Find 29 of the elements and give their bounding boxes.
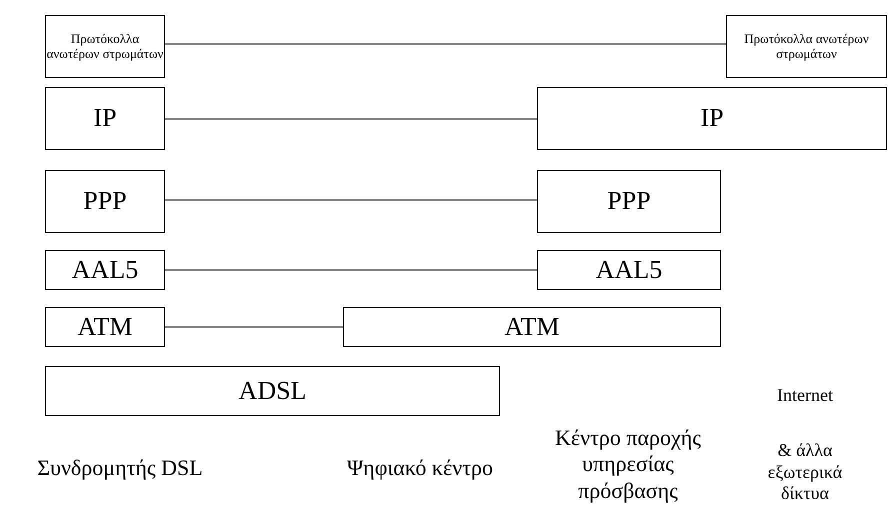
layer-label: IP	[93, 104, 117, 133]
label-text: Κέντρο παροχής υπηρεσίας πρόσβασης	[554, 425, 702, 504]
protocol-layer-box	[45, 87, 165, 150]
label-text: Internet	[776, 385, 834, 407]
protocol-layer-box	[45, 307, 165, 347]
layer-label: PPP	[607, 187, 651, 216]
connector-line	[164, 326, 344, 328]
layer-label: IP	[700, 104, 724, 133]
label-text: & άλλα εξωτερικά δίκτυα	[766, 440, 844, 505]
layer-label: AAL5	[72, 256, 138, 284]
protocol-layer-box	[45, 15, 165, 78]
protocol-layer-box	[537, 250, 721, 290]
layer-label: Πρωτόκολλα ανωτέρων στρωμάτων	[46, 32, 164, 61]
label-text: Ψηφιακό κέντρο	[346, 455, 494, 482]
protocol-layer-box	[343, 307, 721, 347]
layer-label: ADSL	[238, 376, 306, 406]
layer-label: PPP	[83, 187, 127, 216]
layer-label: ATM	[78, 312, 132, 342]
protocol-layer-box	[537, 87, 887, 150]
layer-label: AAL5	[596, 256, 662, 284]
connector-line	[164, 118, 538, 120]
protocol-layer-box	[537, 170, 721, 233]
layer-label: ATM	[504, 312, 560, 342]
protocol-layer-box	[45, 250, 165, 290]
protocol-layer-box	[726, 15, 887, 78]
label-text: Συνδρομητής DSL	[36, 455, 204, 482]
protocol-layer-box	[45, 366, 500, 416]
layer-label: Πρωτόκολλα ανωτέρων στρωμάτων	[743, 32, 870, 61]
protocol-layer-box	[45, 170, 165, 233]
